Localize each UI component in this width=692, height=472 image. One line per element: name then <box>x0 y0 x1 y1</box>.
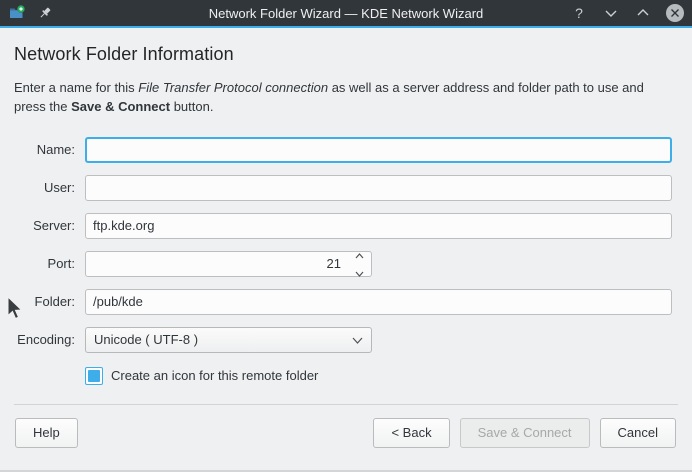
encoding-selected-value: Unicode ( UTF-8 ) <box>94 332 199 348</box>
folder-label: Folder: <box>34 294 75 310</box>
titlebar-accent-line <box>0 26 692 28</box>
help-icon[interactable]: ? <box>575 5 583 21</box>
description-part2: as well as a server address and folder p… <box>14 80 644 114</box>
description-part3: button. <box>170 98 214 114</box>
cancel-button[interactable]: Cancel <box>599 417 676 448</box>
back-button[interactable]: < Back <box>373 417 450 448</box>
maximize-icon[interactable] <box>634 4 652 22</box>
description-text: Enter a name for this File Transfer Prot… <box>14 79 670 117</box>
name-row: Name: <box>14 136 672 163</box>
titlebar[interactable]: Network Folder Wizard — KDE Network Wiza… <box>0 0 692 26</box>
footer-separator <box>14 403 678 405</box>
create-icon-checkbox-label: Create an icon for this remote folder <box>111 368 319 384</box>
encoding-select[interactable]: Unicode ( UTF-8 ) <box>85 326 372 353</box>
network-folder-form: Name: User: Server: Port: <box>14 136 672 385</box>
folder-input[interactable] <box>85 288 672 315</box>
port-spinbox <box>85 250 372 280</box>
pin-icon[interactable] <box>36 4 54 22</box>
close-icon <box>666 4 684 22</box>
close-button[interactable] <box>666 4 684 22</box>
spin-up-icon[interactable] <box>355 247 364 262</box>
create-icon-checkbox-row[interactable]: Create an icon for this remote folder <box>85 366 672 385</box>
help-button[interactable]: Help <box>15 417 78 448</box>
encoding-row: Encoding: Unicode ( UTF-8 ) <box>14 326 672 353</box>
footer-buttons: Help < Back Save & Connect Cancel <box>0 405 692 448</box>
description-save-connect-bold: Save & Connect <box>71 98 171 114</box>
minimize-icon[interactable] <box>602 4 620 22</box>
server-label: Server: <box>33 218 75 234</box>
checkbox-fill <box>88 369 100 382</box>
save-connect-button[interactable]: Save & Connect <box>459 417 590 448</box>
description-part1: Enter a name for this <box>14 80 139 95</box>
folder-row: Folder: <box>14 288 672 315</box>
spin-down-icon[interactable] <box>355 265 364 280</box>
encoding-label: Encoding: <box>17 332 75 348</box>
server-row: Server: <box>14 212 672 239</box>
name-label: Name: <box>36 142 75 158</box>
name-input[interactable] <box>85 136 672 163</box>
port-input[interactable] <box>85 250 372 277</box>
description-protocol-italic: File Transfer Protocol connection <box>138 80 329 95</box>
port-row: Port: <box>14 250 672 280</box>
page-title: Network Folder Information <box>14 44 234 64</box>
server-input[interactable] <box>85 212 672 239</box>
window-app-folder-add-icon[interactable] <box>8 4 26 22</box>
user-input[interactable] <box>85 174 672 201</box>
checkbox-checked-icon[interactable] <box>85 366 103 385</box>
user-row: User: <box>14 174 672 201</box>
user-label: User: <box>43 180 75 196</box>
port-label: Port: <box>47 256 75 272</box>
chevron-down-icon <box>352 332 363 347</box>
